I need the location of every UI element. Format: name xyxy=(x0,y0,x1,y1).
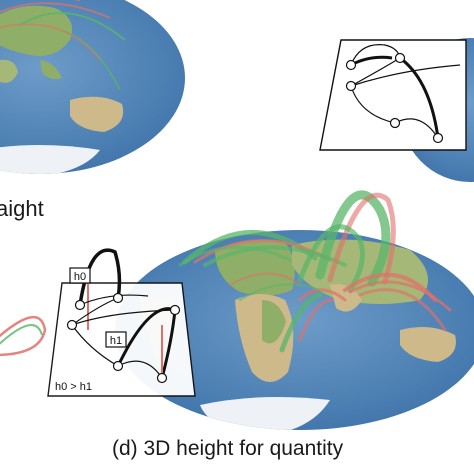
flow-arc xyxy=(327,192,396,285)
caption-top-partial: aight xyxy=(0,196,44,221)
schematic-edge-thick xyxy=(160,309,177,379)
schematic-node xyxy=(345,80,357,92)
flow-arc xyxy=(0,324,43,345)
flow-arc xyxy=(178,245,292,267)
landmass-australia xyxy=(400,326,456,362)
schematic-plane xyxy=(319,39,467,151)
landmass-antarctica xyxy=(200,396,330,430)
label-box-h1 xyxy=(105,331,127,348)
flow-arc xyxy=(358,288,447,332)
landmass-australia xyxy=(70,96,124,132)
label-h1: h1 xyxy=(110,335,122,347)
top-schematic-panel xyxy=(319,39,467,151)
flow-arc xyxy=(279,292,323,353)
schematic-node xyxy=(432,132,444,144)
schematic-node xyxy=(156,372,168,384)
schematic-node xyxy=(112,292,124,304)
label-h0: h0 xyxy=(74,271,86,283)
flow-arc xyxy=(298,298,334,342)
landmass-india xyxy=(0,59,18,83)
landmass-central-africa xyxy=(262,300,286,344)
schematic-edge xyxy=(71,324,119,367)
landmass-antarctica xyxy=(0,145,100,174)
caption-bottom: (d) 3D height for quantity xyxy=(112,437,344,460)
flow-arc xyxy=(297,224,365,293)
schematic-node xyxy=(169,304,181,316)
schematic-node xyxy=(394,52,406,64)
flow-arc xyxy=(348,280,452,312)
landmass-asia xyxy=(0,5,73,56)
label-box-h0 xyxy=(69,267,91,284)
top-left-globe xyxy=(0,0,185,174)
schematic-edge xyxy=(79,294,149,306)
schematic-edge xyxy=(350,44,401,66)
flow-line xyxy=(19,12,126,41)
landmass-se-asia xyxy=(40,60,62,80)
flow-line xyxy=(0,2,111,19)
schematic-node xyxy=(66,319,78,331)
flow-line xyxy=(0,23,101,61)
left-edge-arc xyxy=(0,315,47,357)
schematic-edge-thick xyxy=(399,56,440,139)
schematic-node xyxy=(389,117,401,129)
flow-arcs xyxy=(178,190,452,353)
height-arc-h1 xyxy=(116,307,176,367)
label-relation: h0 > h1 xyxy=(55,381,92,393)
schematic-edge xyxy=(350,64,461,87)
flow-arc xyxy=(298,288,347,302)
flow-arc xyxy=(239,283,321,301)
schematic-node xyxy=(112,360,124,372)
schematic-node xyxy=(345,59,357,71)
flow-arc xyxy=(0,315,47,357)
schematic-node xyxy=(74,299,86,311)
flow-arc xyxy=(229,272,301,286)
bottom-schematic-panel: h0 h1 h0 > h1 xyxy=(47,248,196,397)
